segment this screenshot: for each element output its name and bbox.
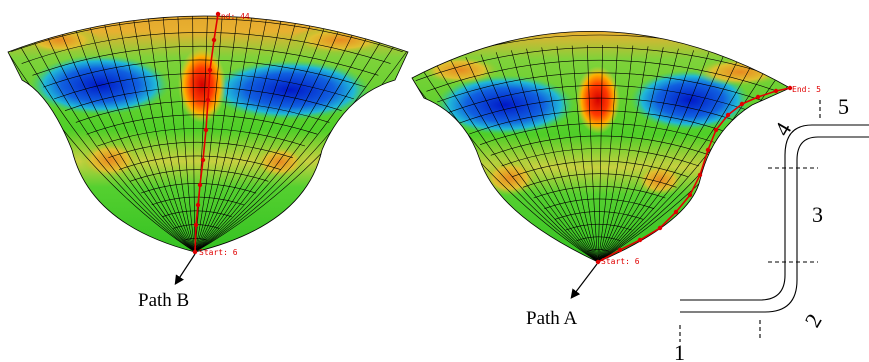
path-b-arrow [174, 253, 196, 286]
section-label-4: 4 [769, 118, 796, 140]
path-node [595, 259, 601, 265]
path-node [197, 182, 203, 188]
path-node [697, 172, 703, 178]
left-end-label: End: 44 [216, 12, 250, 21]
path-a-arrow [570, 263, 598, 299]
path-node [657, 225, 663, 231]
path-node [787, 85, 793, 91]
path-node [739, 101, 745, 107]
section-label-2: 2 [800, 309, 827, 331]
path-b-line [194, 13, 219, 253]
right-start-label: Start: 6 [601, 257, 640, 266]
path-b-label: Path B [138, 290, 189, 311]
path-node [725, 112, 731, 118]
path-node [195, 202, 201, 208]
path-node [211, 37, 217, 43]
right-contour-panel: Start: 6 End: 5 Path A [411, 30, 821, 329]
section-label-1: 1 [674, 340, 685, 362]
path-node [205, 97, 211, 103]
path-node [203, 127, 209, 133]
path-node [705, 147, 711, 153]
path-node [713, 127, 719, 133]
path-node [192, 249, 198, 255]
section-profile-sketch [679, 100, 869, 342]
path-node [200, 157, 206, 163]
path-node [215, 11, 221, 17]
path-node [673, 209, 679, 215]
section-label-3: 3 [812, 202, 823, 227]
left-start-label: Start: 6 [199, 248, 238, 257]
path-node [617, 247, 623, 253]
path-node [207, 67, 213, 73]
path-a-line [597, 87, 791, 263]
path-node [637, 237, 643, 243]
path-node [193, 222, 199, 228]
right-mesh-grid [412, 34, 790, 263]
section-label-5: 5 [838, 94, 849, 119]
left-contour-panel: Start: 6 End: 44 Path B [7, 11, 409, 311]
left-mesh-grid [8, 16, 408, 252]
path-node [773, 88, 779, 94]
path-a-label: Path A [526, 308, 577, 329]
path-node [755, 94, 761, 100]
right-end-label: End: 5 [792, 85, 821, 94]
path-node [687, 192, 693, 198]
